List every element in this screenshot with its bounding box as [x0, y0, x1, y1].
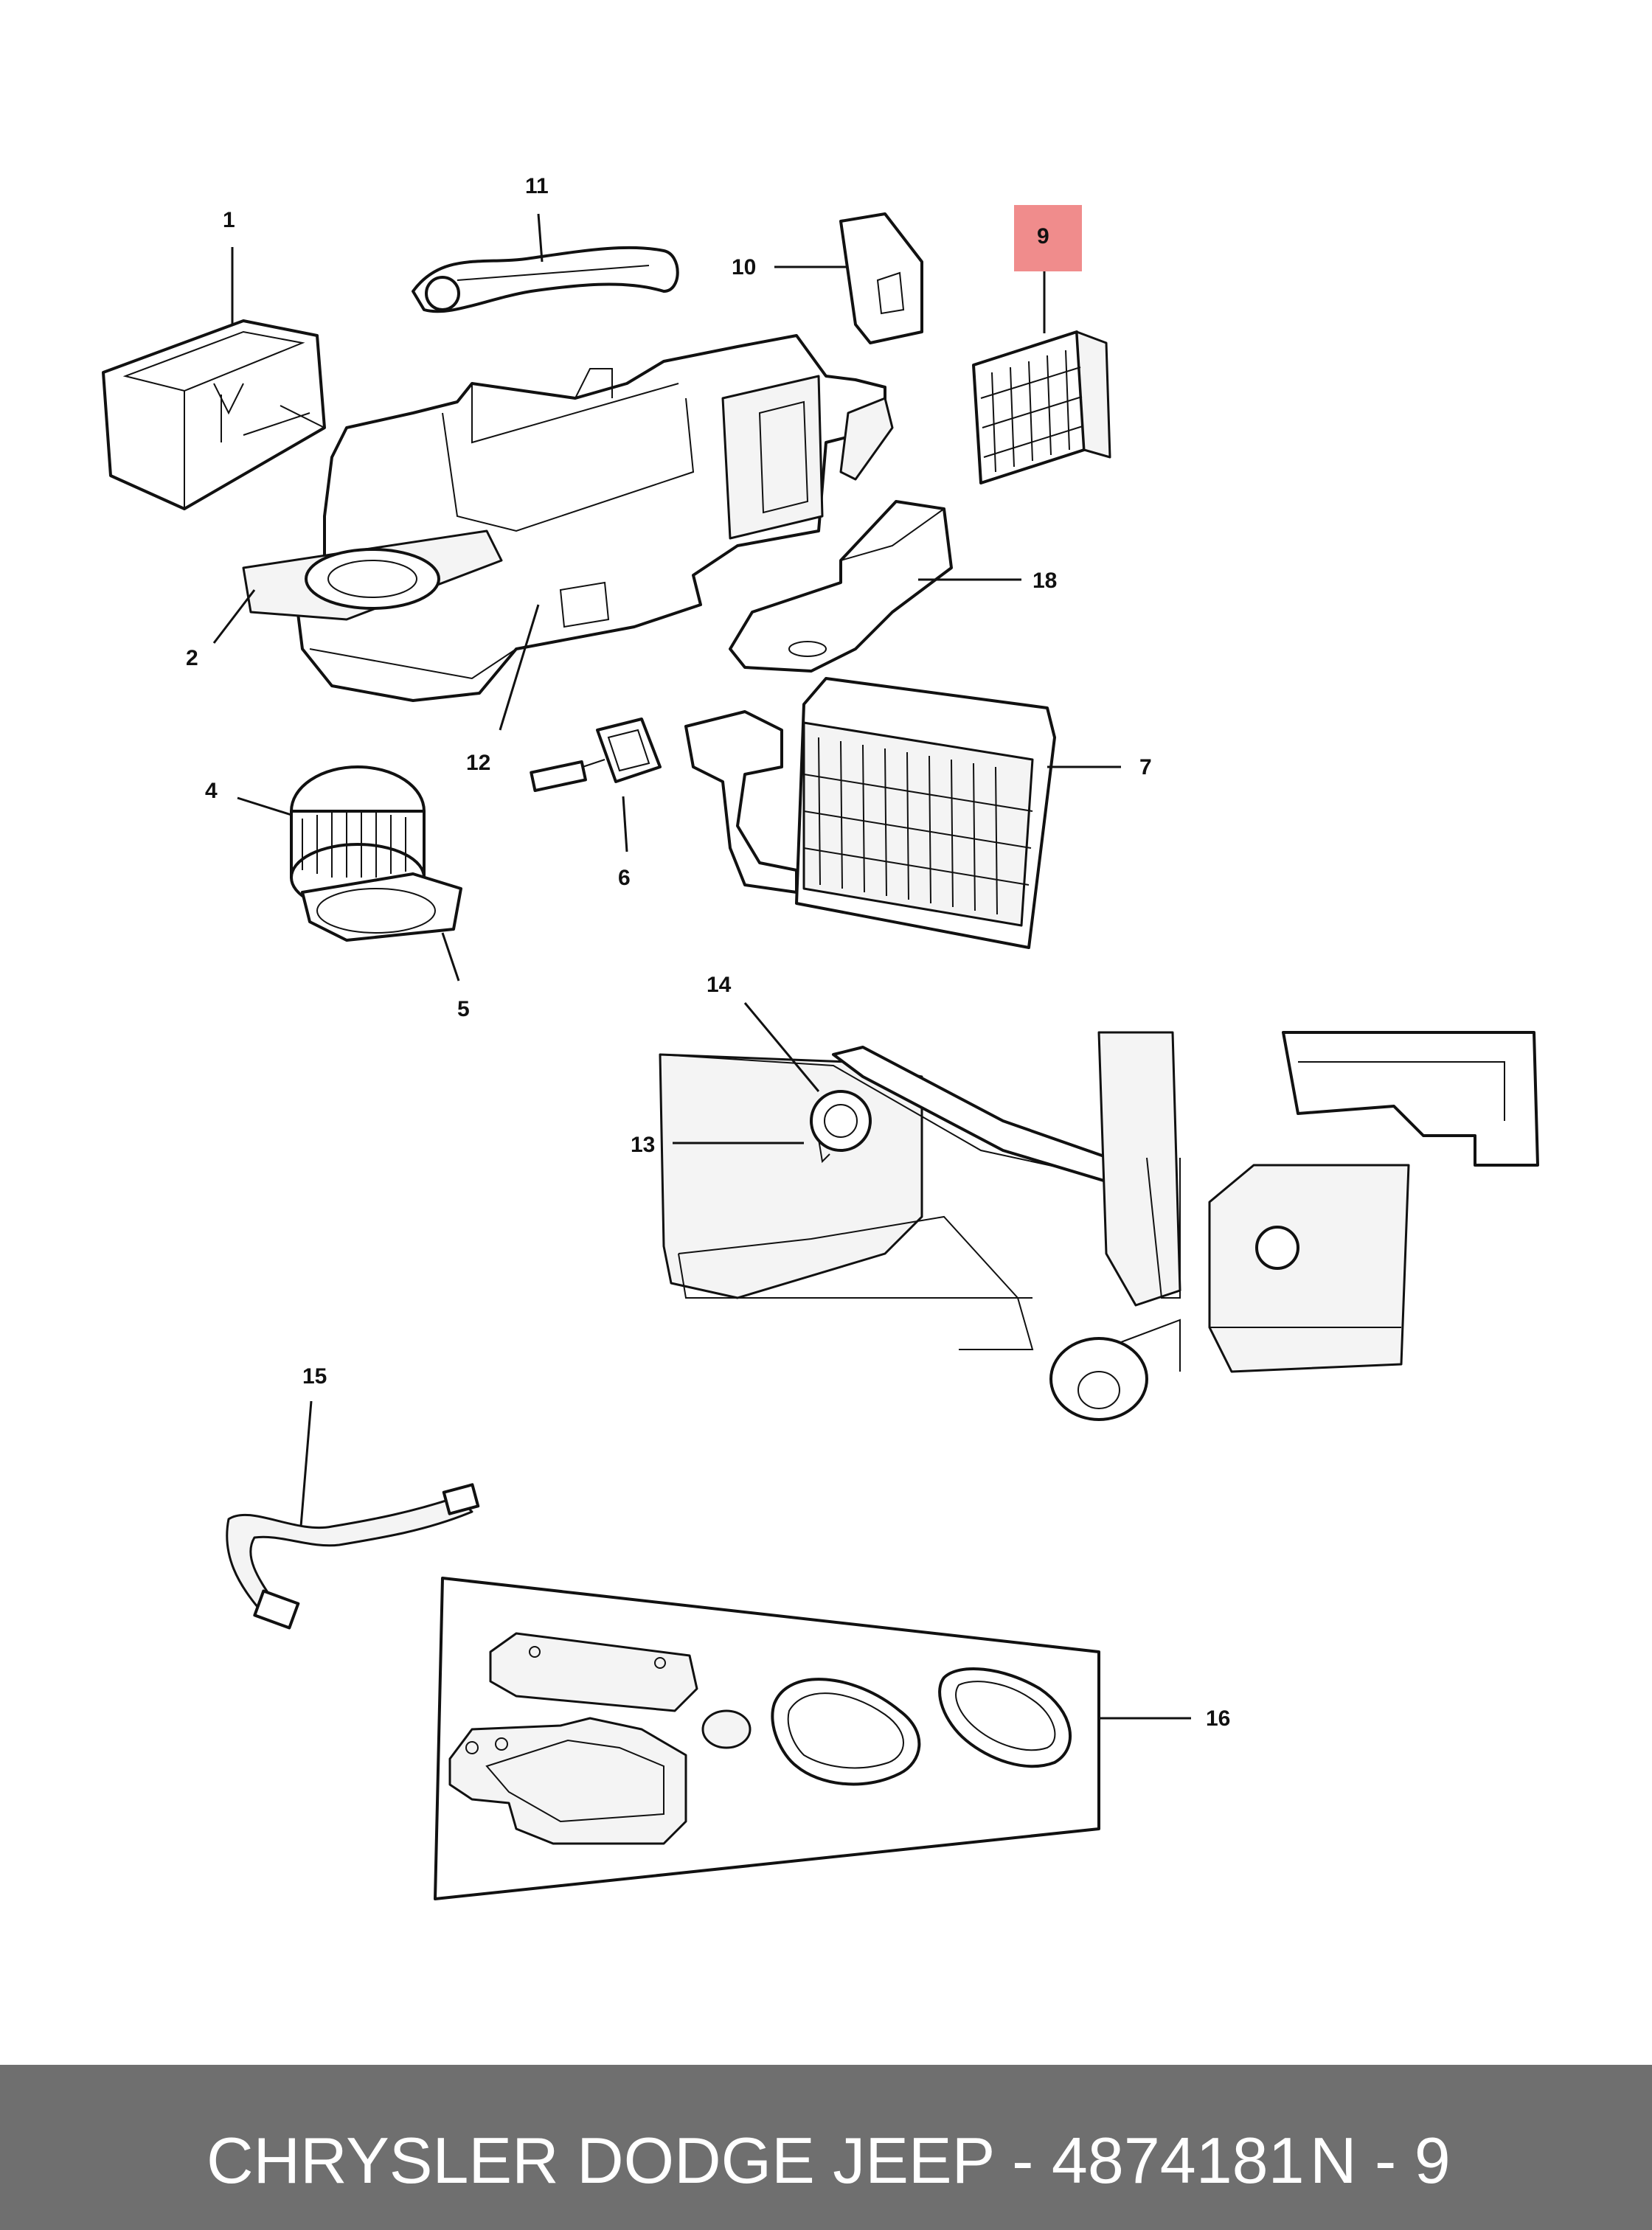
leader-6 — [622, 796, 628, 852]
part-11-cable — [412, 246, 679, 313]
callout-11: 11 — [525, 174, 549, 198]
callout-6: 6 — [618, 866, 631, 890]
part-1-air-inlet-housing — [102, 319, 326, 510]
callout-18: 18 — [1032, 569, 1057, 593]
leader-15 — [299, 1400, 313, 1527]
footer-brand-part-number: CHRYSLER DODGE JEEP - 4874181 — [206, 2124, 1305, 2197]
callout-9-highlight — [1014, 205, 1082, 271]
part-5-blower-motor — [301, 872, 462, 942]
callout-4: 4 — [205, 779, 218, 803]
part-15-wiring-harness — [226, 1483, 480, 1630]
callout-2: 2 — [186, 646, 198, 670]
leader-14 — [743, 1002, 820, 1092]
callout-1: 1 — [223, 208, 235, 232]
part-10-door — [839, 212, 923, 344]
part-13-14-actuator-detail — [810, 1090, 872, 1164]
callout-13: 13 — [631, 1133, 655, 1157]
actuator-detail-right — [1049, 1226, 1299, 1421]
part-18-duct — [729, 500, 953, 673]
part-7-evaporator — [684, 677, 1056, 949]
callout-16: 16 — [1206, 1706, 1230, 1731]
callout-7: 7 — [1139, 755, 1152, 779]
footer-bar — [0, 2065, 1652, 2230]
callout-14: 14 — [707, 973, 732, 997]
leader-12 — [499, 604, 540, 731]
callout-15: 15 — [302, 1364, 327, 1389]
hvac-main-housing — [242, 334, 894, 702]
hvac-lower-detail — [659, 1031, 1539, 1373]
part-6-resistor — [530, 718, 662, 792]
callout-5: 5 — [457, 997, 470, 1021]
part-4-blower-wheel — [290, 765, 426, 912]
leader-11 — [537, 213, 544, 263]
leader-4 — [237, 796, 292, 816]
part-16-seal-kit — [434, 1577, 1100, 1900]
callout-9: 9 — [1037, 224, 1049, 249]
parts-diagram: 1 11 10 9 2 12 — [102, 174, 1539, 1900]
callout-12: 12 — [466, 751, 490, 775]
leader-2 — [212, 589, 256, 644]
footer-reference: N - 9 — [1310, 2124, 1451, 2197]
callout-10: 10 — [732, 255, 756, 279]
part-9-heater-core — [972, 330, 1111, 484]
leader-5 — [441, 932, 460, 982]
